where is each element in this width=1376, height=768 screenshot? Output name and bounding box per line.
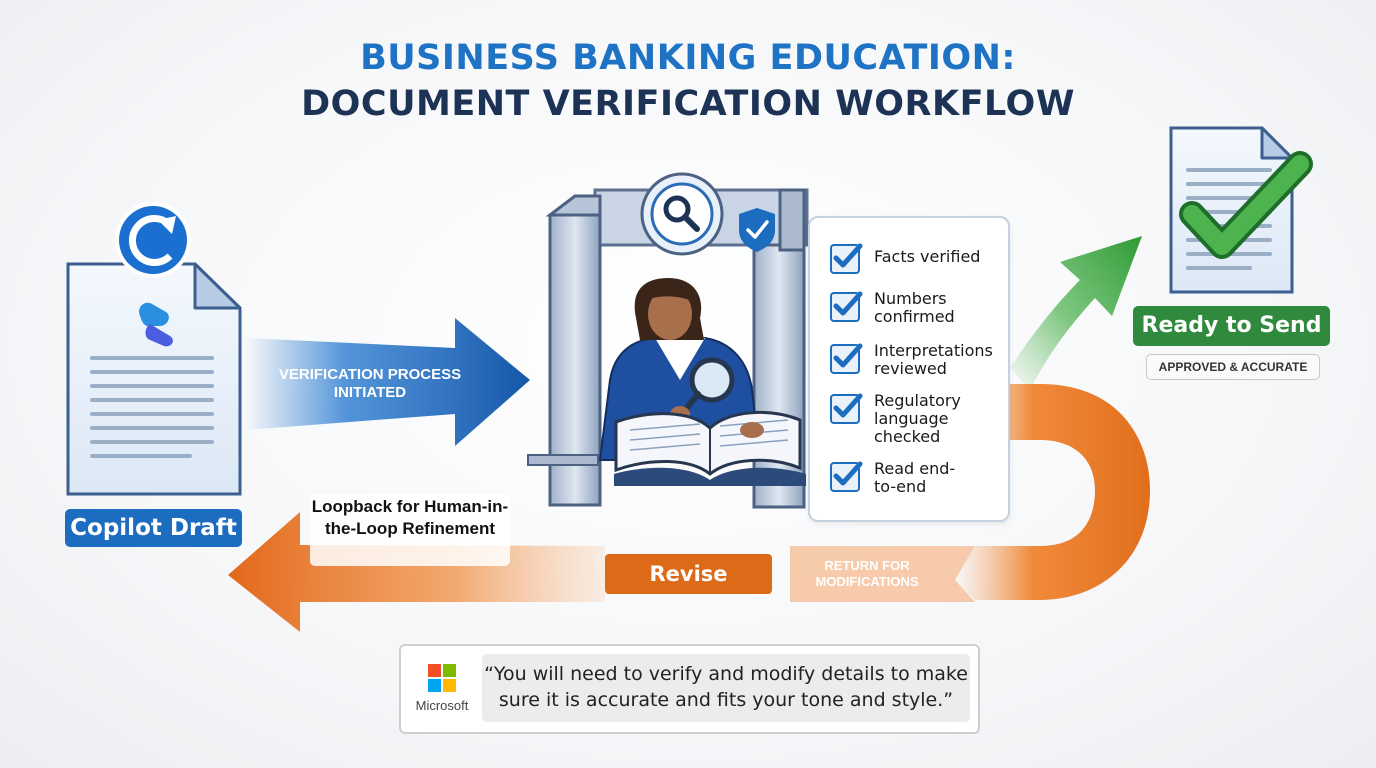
checklist-item: Regulatory language checked	[830, 392, 974, 446]
verification-checklist: Facts verified Numbers confirmed Interpr…	[808, 216, 1010, 522]
magnifier-icon	[640, 172, 724, 256]
copilot-logo-icon	[139, 302, 173, 347]
reviewer-illustration	[598, 278, 806, 486]
checklist-item-text: Read end-to-end	[874, 459, 956, 496]
copilot-draft-document	[66, 262, 242, 496]
checkbox-icon	[830, 461, 863, 492]
return-for-modifications-text: RETURN FOR MODIFICATIONS	[815, 558, 919, 589]
verification-arrow	[245, 318, 530, 446]
checklist-item-text: Facts verified	[874, 247, 981, 266]
verification-arrow-text: VERIFICATION PROCESS INITIATED	[278, 366, 462, 401]
checklist-item-text: Numbers confirmed	[874, 289, 955, 326]
checklist-item: Read end-to-end	[830, 460, 964, 496]
checkbox-icon	[830, 393, 863, 424]
title-line-2: DOCUMENT VERIFICATION WORKFLOW	[301, 84, 1075, 124]
checklist-item-text: Regulatory language checked	[874, 391, 961, 446]
checkbox-icon	[830, 243, 863, 274]
approved-accurate-badge: APPROVED & ACCURATE	[1146, 354, 1320, 380]
loopback-label-box	[310, 494, 510, 566]
checklist-item: Interpretations reviewed	[830, 342, 1004, 378]
copilot-refresh-icon	[115, 202, 191, 278]
ready-document	[1169, 126, 1294, 294]
checklist-item: Facts verified	[830, 242, 1004, 274]
checklist-item: Numbers confirmed	[830, 290, 964, 326]
ready-to-send-label: Ready to Send	[1133, 306, 1330, 346]
loopback-label: Loopback for Human-in-the-Loop Refinemen…	[311, 497, 509, 538]
checklist-item-text: Interpretations reviewed	[874, 341, 993, 378]
approval-arrow	[1010, 236, 1142, 390]
loopback-arrow	[228, 384, 1150, 632]
checkbox-icon	[830, 291, 863, 322]
shield-check-icon	[739, 208, 775, 252]
quote-text: “You will need to verify and modify deta…	[484, 663, 968, 711]
copilot-draft-label: Copilot Draft	[65, 509, 242, 547]
checkbox-icon	[830, 343, 863, 374]
quote-background	[482, 654, 970, 722]
microsoft-logo-icon	[428, 664, 456, 692]
checkmark-icon	[1179, 151, 1313, 259]
title-line-1: BUSINESS BANKING EDUCATION:	[360, 38, 1016, 78]
microsoft-brand-name: Microsoft	[415, 698, 469, 713]
revise-label: Revise	[605, 554, 772, 594]
